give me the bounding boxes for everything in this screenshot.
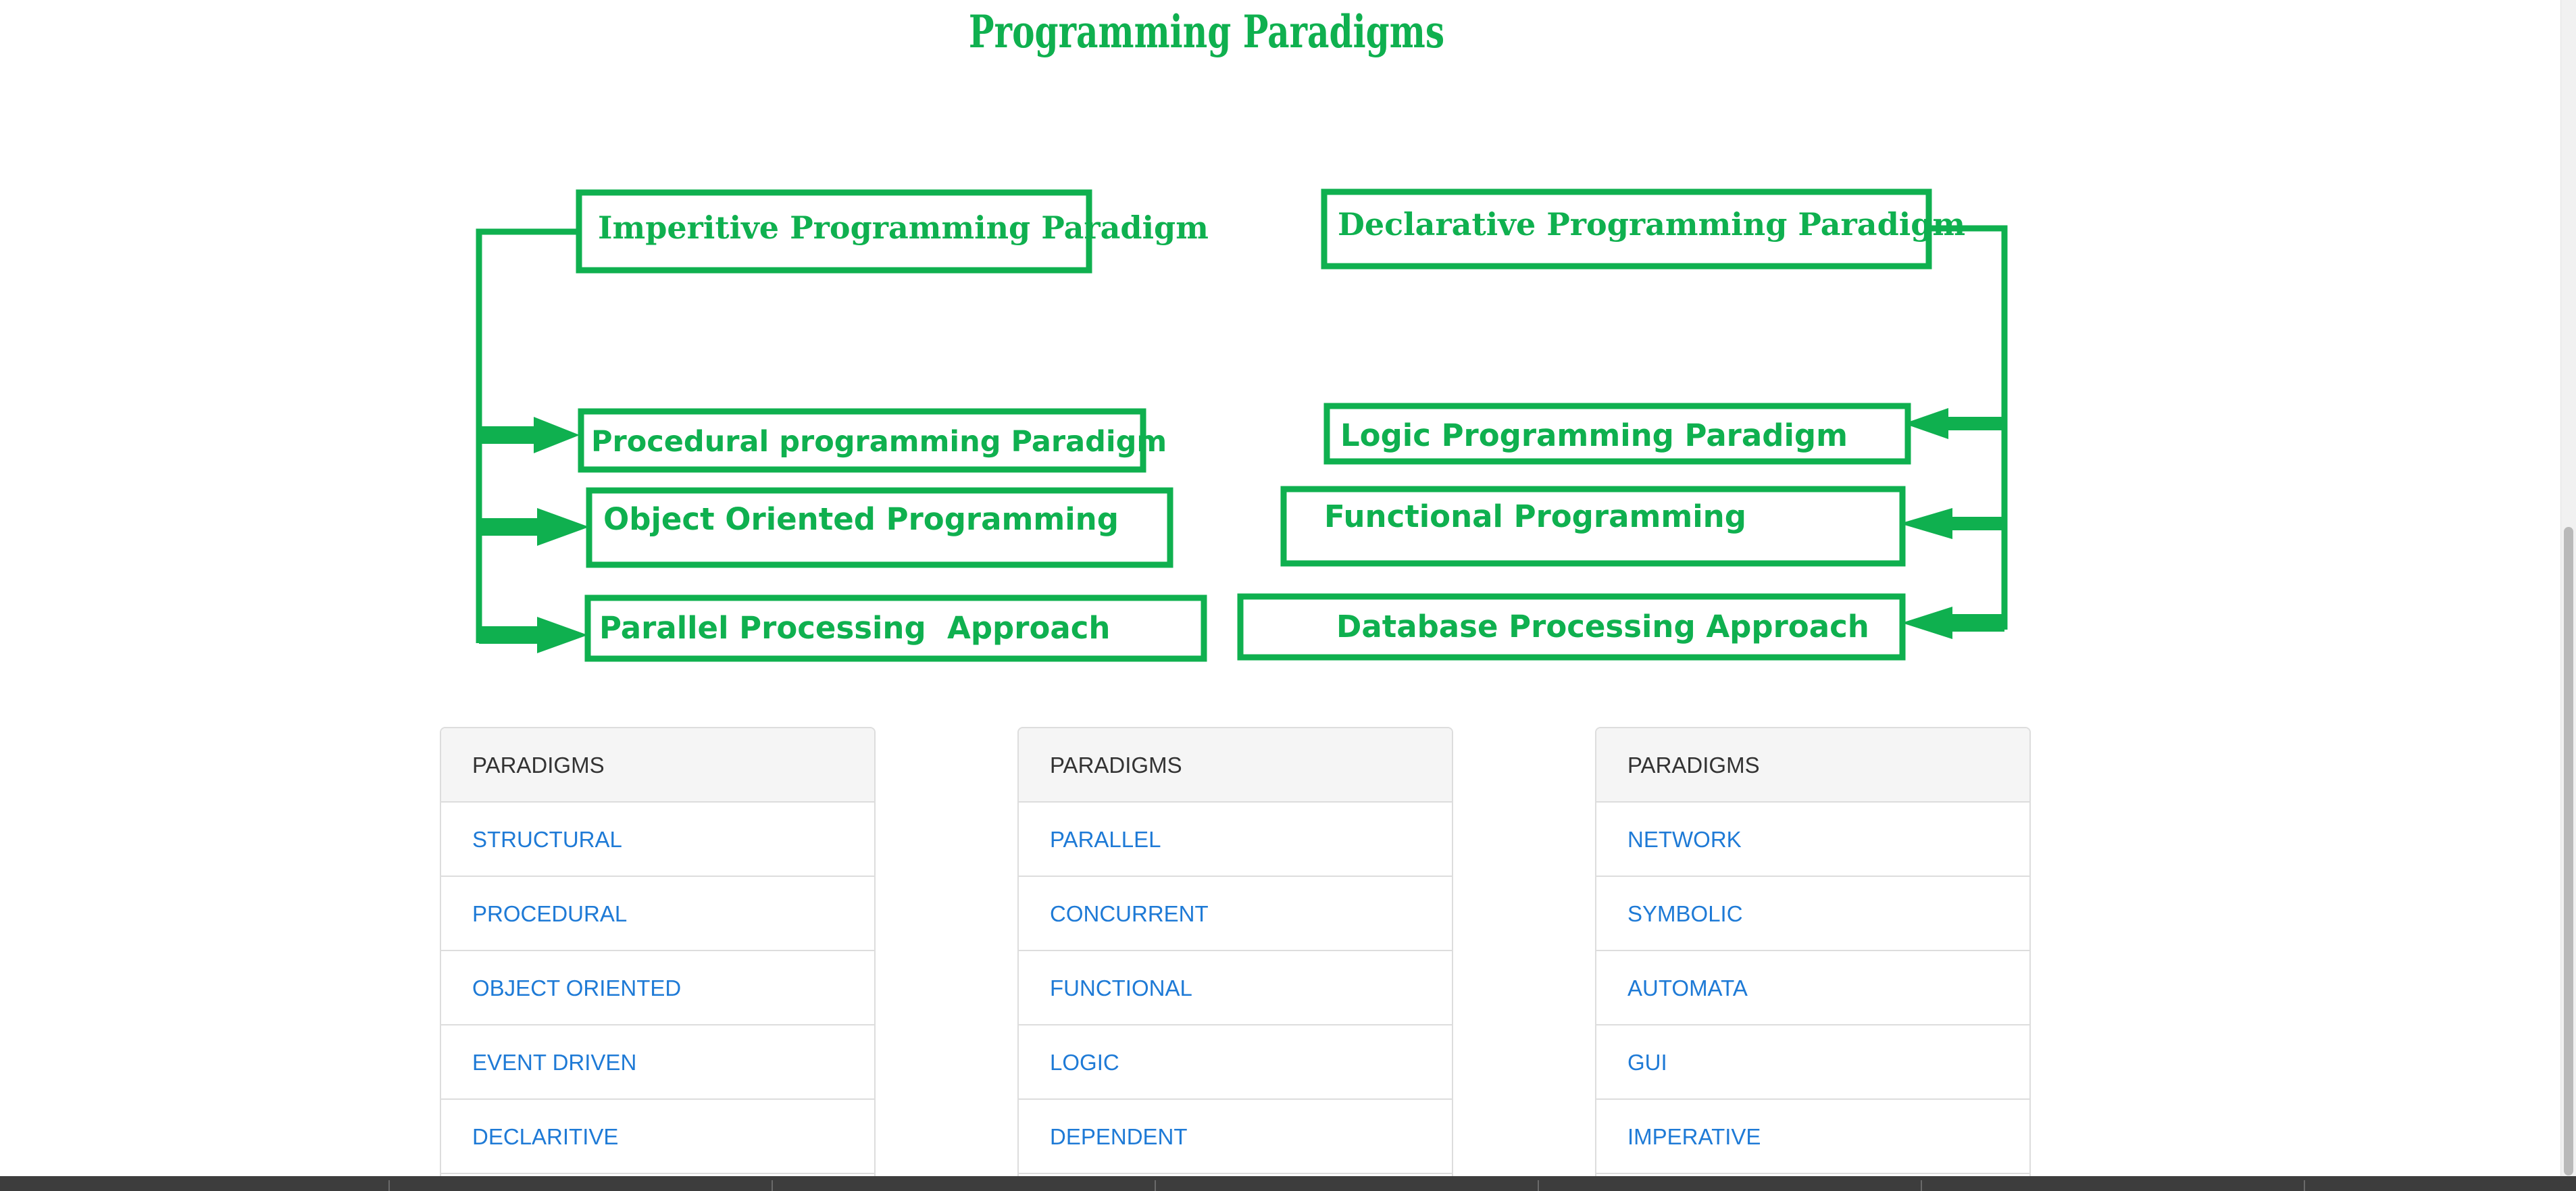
paradigms-panel-2: PARADIGMS PARALLEL CONCURRENT FUNCTIONAL… <box>1017 727 1453 1191</box>
parallel-box <box>584 594 1207 662</box>
procedural-arrowhead <box>534 417 580 453</box>
parallel-label: Parallel Processing Approach <box>599 610 1110 646</box>
panel-link-procedural[interactable]: PROCEDURAL <box>441 877 874 951</box>
panel-link-event-driven[interactable]: EVENT DRIVEN <box>441 1025 874 1100</box>
bottom-bar-divider <box>388 1180 390 1191</box>
declarative-connector <box>1931 225 2008 630</box>
bottom-bar-divider <box>1921 1180 1922 1191</box>
imperative-label: Imperitive Programming Paradigm <box>598 209 1209 246</box>
paradigms-panel-1: PARADIGMS STRUCTURAL PROCEDURAL OBJECT O… <box>440 727 876 1191</box>
logic-label: Logic Programming Paradigm <box>1340 417 1848 453</box>
panel-link-dependent[interactable]: DEPENDENT <box>1019 1100 1452 1174</box>
panel-heading: PARADIGMS <box>1596 728 2029 803</box>
bottom-bar-divider <box>772 1180 773 1191</box>
parallel-arrowhead <box>537 617 588 653</box>
logic-arrowhead <box>1904 408 1948 439</box>
panel-link-declaritive[interactable]: DECLARITIVE <box>441 1100 874 1174</box>
panel-link-network[interactable]: NETWORK <box>1596 803 2029 877</box>
panel-link-functional[interactable]: FUNCTIONAL <box>1019 951 1452 1025</box>
procedural-label: Procedural programming Paradigm <box>591 425 1167 459</box>
panel-heading: PARADIGMS <box>1019 728 1452 803</box>
panel-link-structural[interactable]: STRUCTURAL <box>441 803 874 877</box>
procedural-box <box>578 408 1146 473</box>
paradigm-diagram-svg: Imperitive Programming Paradigm Procedur… <box>476 188 2008 662</box>
paradigms-panel-3: PARADIGMS NETWORK SYMBOLIC AUTOMATA GUI … <box>1595 727 2031 1191</box>
panel-link-concurrent[interactable]: CONCURRENT <box>1019 877 1452 951</box>
database-box <box>1237 593 1906 661</box>
imperative-connector <box>476 228 578 643</box>
declarative-label: Declarative Programming Paradigm <box>1338 206 1965 243</box>
panel-link-gui[interactable]: GUI <box>1596 1025 2029 1100</box>
panel-link-logic[interactable]: LOGIC <box>1019 1025 1452 1100</box>
oop-label: Object Oriented Programming <box>603 501 1119 537</box>
panel-link-imperative[interactable]: IMPERATIVE <box>1596 1100 2029 1174</box>
panel-link-object-oriented[interactable]: OBJECT ORIENTED <box>441 951 874 1025</box>
database-label: Database Processing Approach <box>1336 609 1869 644</box>
functional-arrowhead <box>1900 508 1952 539</box>
oop-arrowhead <box>537 508 589 546</box>
vertical-scrollbar[interactable] <box>2560 0 2576 1176</box>
oop-box <box>586 487 1173 568</box>
panel-heading: PARADIGMS <box>441 728 874 803</box>
page-title: Programming Paradigms <box>968 5 1445 58</box>
panel-link-symbolic[interactable]: SYMBOLIC <box>1596 877 2029 951</box>
paradigm-diagram: Imperitive Programming Paradigm Procedur… <box>476 188 2008 662</box>
logic-box <box>1323 403 1911 465</box>
bottom-bar <box>0 1176 2576 1191</box>
bottom-bar-divider <box>1538 1180 1539 1191</box>
functional-box <box>1280 486 1906 567</box>
declarative-box <box>1321 188 1932 270</box>
bottom-bar-divider <box>2304 1180 2305 1191</box>
panel-link-parallel[interactable]: PARALLEL <box>1019 803 1452 877</box>
panel-link-automata[interactable]: AUTOMATA <box>1596 951 2029 1025</box>
scrollbar-thumb[interactable] <box>2564 527 2573 1175</box>
database-arrowhead <box>1902 607 1952 639</box>
functional-label: Functional Programming <box>1324 499 1746 534</box>
bottom-bar-divider <box>1155 1180 1156 1191</box>
imperative-box <box>576 189 1092 274</box>
